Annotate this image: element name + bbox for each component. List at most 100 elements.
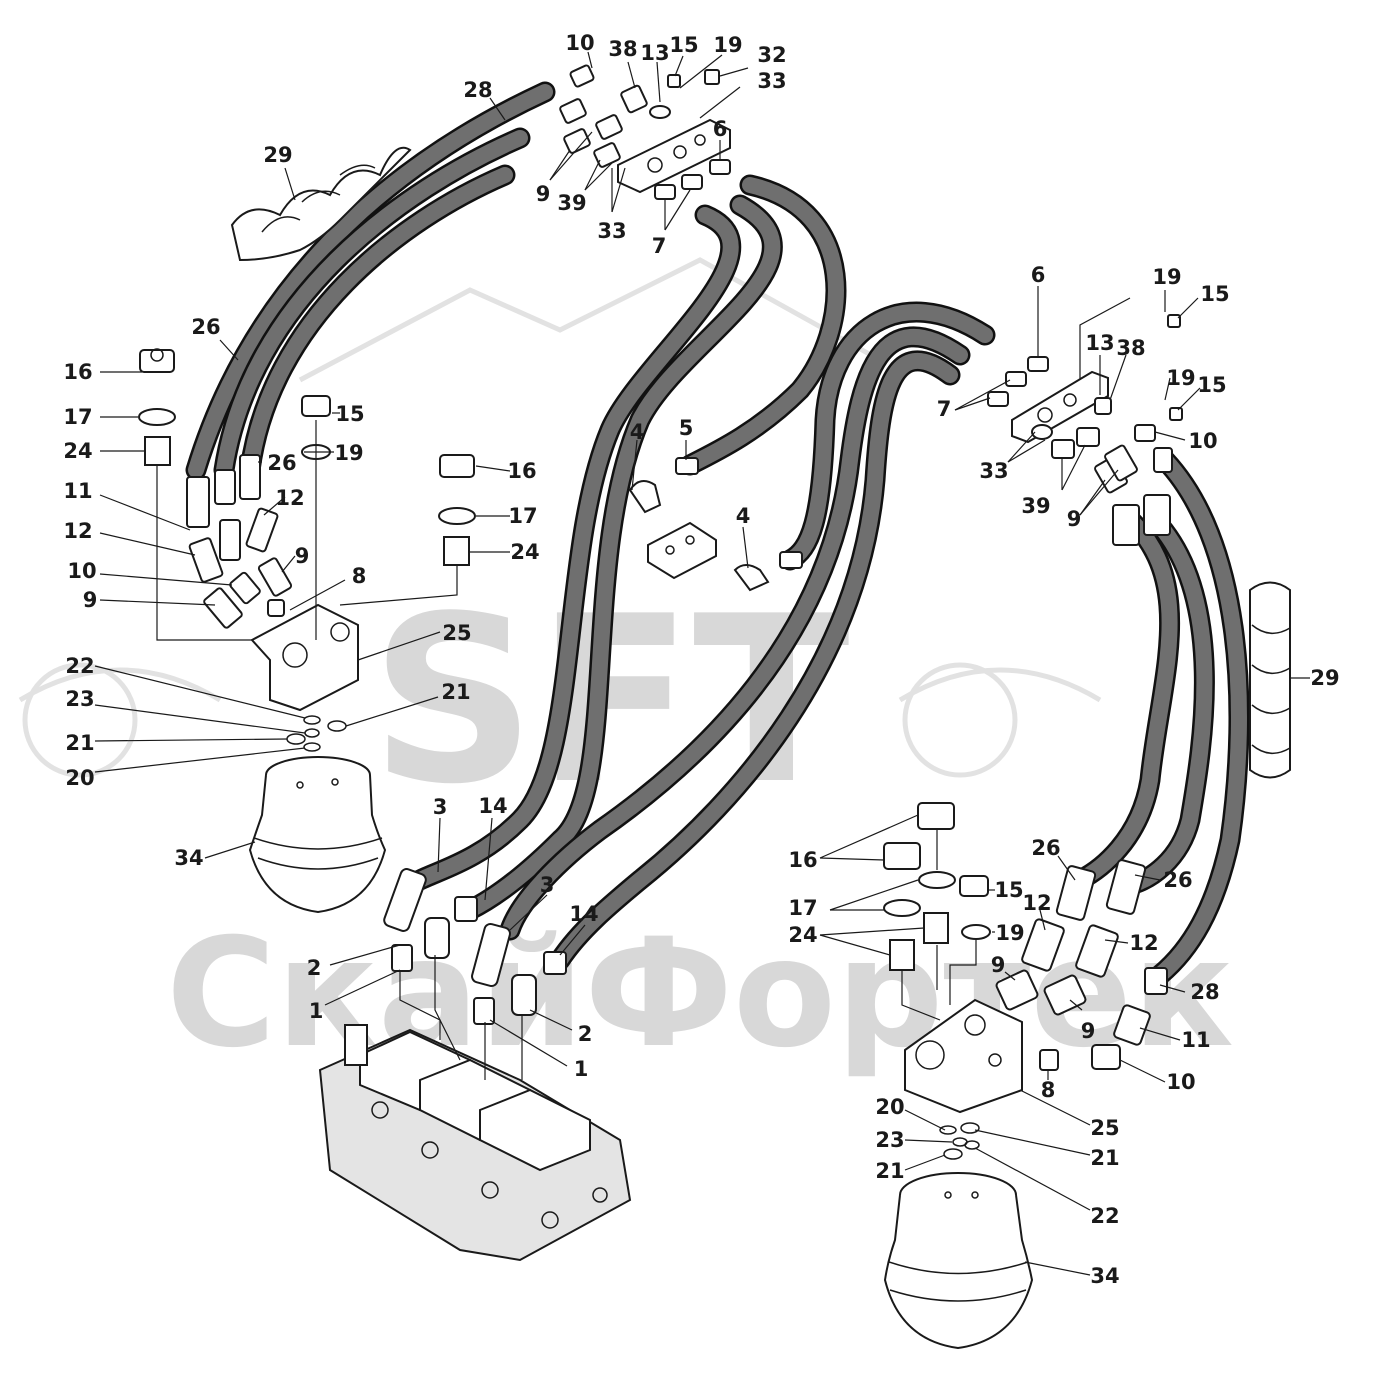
callout-label: 2	[307, 956, 322, 980]
motor-block-25-right	[904, 998, 1023, 1114]
callout-label: 29	[263, 143, 292, 167]
callout-label: 9	[536, 182, 551, 206]
callout-label: 39	[557, 191, 586, 215]
callout-label: 26	[1163, 868, 1192, 892]
callout-label: 33	[979, 459, 1008, 483]
callout-label: 39	[1021, 494, 1050, 518]
callout-label: 25	[1090, 1116, 1119, 1140]
plug-16-right-b	[883, 842, 921, 870]
callout-label: 16	[507, 459, 536, 483]
callout-label: 19	[713, 33, 742, 57]
callout-label: 15	[335, 402, 364, 426]
plug-16-mid	[439, 454, 475, 478]
callout-label: 7	[652, 234, 667, 258]
callout-label: 11	[63, 479, 92, 503]
callout-label: 4	[736, 504, 751, 528]
seal-17-mid	[438, 507, 476, 525]
seal-17-right-b	[883, 899, 921, 917]
callout-label: 15	[1197, 373, 1226, 397]
plug-16-right-a	[917, 802, 955, 830]
callout-label: 19	[1152, 265, 1181, 289]
callout-label: 12	[63, 519, 92, 543]
callout-label: 24	[510, 540, 539, 564]
callout-label: 11	[1181, 1028, 1210, 1052]
seal-17-right-a	[918, 871, 956, 889]
callout-label: 16	[788, 848, 817, 872]
callout-label: 9	[991, 953, 1006, 977]
callout-label: 15	[994, 878, 1023, 902]
callout-label: 17	[788, 896, 817, 920]
manifold-plate-top	[617, 118, 731, 194]
callout-label: 3	[433, 795, 448, 819]
callout-label: 14	[569, 902, 598, 926]
motor-block-25-left	[250, 603, 359, 712]
callout-label: 4	[630, 420, 645, 444]
callout-label: 7	[937, 397, 952, 421]
control-valve-bank	[318, 1024, 632, 1262]
callout-label: 5	[679, 416, 694, 440]
callout-label: 15	[1200, 282, 1229, 306]
callout-label: 17	[63, 405, 92, 429]
plug-15-right	[959, 875, 989, 897]
callout-label: 2	[578, 1022, 593, 1046]
callout-label: 19	[1166, 366, 1195, 390]
callout-label: 12	[275, 486, 304, 510]
plug-15-left	[301, 395, 331, 417]
callout-label: 1	[574, 1057, 589, 1081]
callout-label: 15	[669, 33, 698, 57]
callout-label: 6	[713, 117, 728, 141]
callout-label: 3	[540, 873, 555, 897]
manifold-plate-right	[1011, 370, 1109, 444]
motor-34-left	[248, 756, 387, 914]
callout-label: 14	[478, 794, 507, 818]
distribution-block	[647, 521, 717, 580]
callout-label: 23	[65, 687, 94, 711]
callout-label: 8	[352, 564, 367, 588]
callout-label: 17	[508, 504, 537, 528]
callout-label: 9	[1067, 507, 1082, 531]
callout-label: 28	[463, 78, 492, 102]
callout-label: 34	[174, 846, 203, 870]
callout-label: 29	[1310, 666, 1339, 690]
callout-label: 32	[757, 43, 786, 67]
callout-label: 33	[757, 69, 786, 93]
callout-label: 25	[442, 621, 471, 645]
callout-label: 10	[67, 559, 96, 583]
plug-16-left	[139, 348, 175, 373]
parts	[138, 64, 1291, 1350]
callout-label: 28	[1190, 980, 1219, 1004]
callout-labels: 10 38 13 15 19 32 33 28 6 29 9 39 33 7 2…	[63, 31, 1339, 1288]
callout-label: 19	[995, 921, 1024, 945]
callout-label: 13	[640, 41, 669, 65]
callout-label: 23	[875, 1128, 904, 1152]
callout-label: 21	[441, 680, 470, 704]
callout-label: 20	[875, 1095, 904, 1119]
callout-label: 22	[65, 654, 94, 678]
callout-label: 9	[295, 544, 310, 568]
callout-label: 10	[1166, 1070, 1195, 1094]
callout-label: 38	[608, 37, 637, 61]
callout-label: 1	[309, 999, 324, 1023]
callout-label: 26	[267, 451, 296, 475]
spiral-guard-29-left	[230, 146, 412, 262]
orings-right	[939, 1122, 980, 1160]
callout-label: 12	[1022, 891, 1051, 915]
callout-label: 34	[1090, 1264, 1119, 1288]
elbow-4-b	[733, 564, 770, 592]
callout-label: 21	[1090, 1146, 1119, 1170]
fittings	[186, 64, 1183, 1071]
callout-label: 6	[1031, 263, 1046, 287]
callout-label: 20	[65, 766, 94, 790]
callout-label: 26	[1031, 836, 1060, 860]
callout-label: 26	[191, 315, 220, 339]
elbow-4-a	[628, 480, 662, 514]
callout-label: 9	[83, 588, 98, 612]
callout-label: 10	[565, 31, 594, 55]
callout-label: 21	[875, 1159, 904, 1183]
callout-label: 13	[1085, 331, 1114, 355]
callout-label: 9	[1081, 1019, 1096, 1043]
callout-label: 22	[1090, 1204, 1119, 1228]
hoses	[185, 81, 1250, 986]
orings-left	[286, 715, 347, 752]
